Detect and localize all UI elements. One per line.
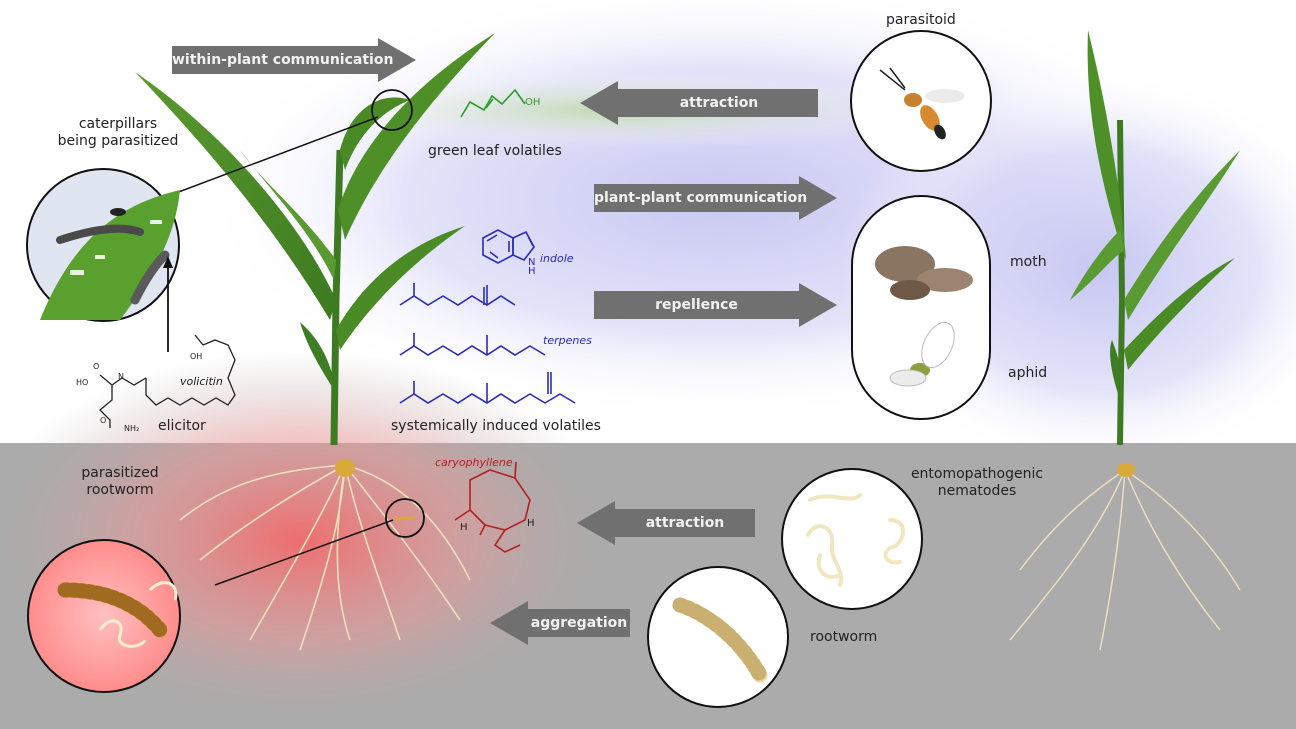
terpenes-label: terpenes [543,334,592,347]
attraction-arrow-top: attraction [580,81,818,125]
volicitin-nh2: NH₂ [124,424,140,433]
volicitin-oh: OH [190,352,203,361]
entomopathogenic-nematodes-label: entomopathogenic nematodes [910,466,1044,499]
green-leaf-volatile-structure [460,88,526,118]
moth-label: moth [1010,254,1047,270]
indole-structure [482,229,535,264]
nematode-circle [781,468,923,610]
aggregation-label: aggregation [530,615,628,631]
attraction-top-label: attraction [679,95,759,111]
caterpillar-marker-circle [371,89,413,131]
caterpillars-label: caterpillars being parasitized [57,116,179,149]
volicitin-ho: HO [76,378,89,387]
green-leaf-volatiles-label: green leaf volatiles [428,143,562,159]
rootworm-label: rootworm [810,629,878,645]
parasitized-rootworm-circle [27,539,181,693]
aphid-label: aphid [1008,365,1048,381]
rootworm-mini [393,514,416,522]
caryophyllene-h-right: H [527,518,535,529]
rootworm-circle [647,566,789,708]
zoom-line-caterpillar [151,116,379,203]
repellence-label: repellence [655,297,738,313]
elicitor-label: elicitor [158,418,206,434]
volicitin-amide-o: O [100,416,107,425]
indole-nh: N H [528,257,536,277]
volicitin-o: O [93,362,100,371]
attraction-arrow-bottom: attraction [577,501,755,545]
glv-oh: OH [525,97,541,108]
zoom-line-rootworm [214,519,394,586]
systemically-induced-volatiles-label: systemically induced volatiles [391,418,601,434]
caryophyllene-h-left: H [460,522,468,533]
within-plant-communication-arrow: within-plant communication [172,38,416,82]
maize-plant-left [135,33,495,446]
within-plant-communication-label: within-plant communication [172,52,394,68]
parasitized-rootworm-label: parasitized rootworm [81,465,159,498]
caterpillar-zoom [26,168,180,322]
volicitin-label: volicitin [180,375,223,388]
roots-right [1009,469,1241,651]
maize-seed-left [335,459,355,477]
volicitin-n: N [118,372,124,381]
parasitoid-circle [850,30,992,172]
plant-plant-communication-label: plant-plant communication [594,190,808,206]
maize-plant-right [1070,30,1240,446]
terpene-structures [399,283,576,404]
caryophyllene-label: caryophyllene [435,456,513,469]
elicitor-pointer-head [163,256,173,268]
parasitoid-label: parasitoid [886,12,956,28]
roots-left [179,464,471,651]
maize-seed-right [1117,463,1135,477]
moth-aphid-capsule [851,195,991,420]
indole-label: indole [540,252,574,265]
rootworm-marker-circle [385,498,425,538]
caryophyllene-structure [454,461,531,553]
plant-plant-communication-arrow: plant-plant communication [594,176,837,220]
aggregation-arrow: aggregation [490,601,630,645]
repellence-arrow: repellence [594,283,837,327]
volicitin-structure [99,334,236,428]
attraction-bottom-label: attraction [645,515,725,531]
